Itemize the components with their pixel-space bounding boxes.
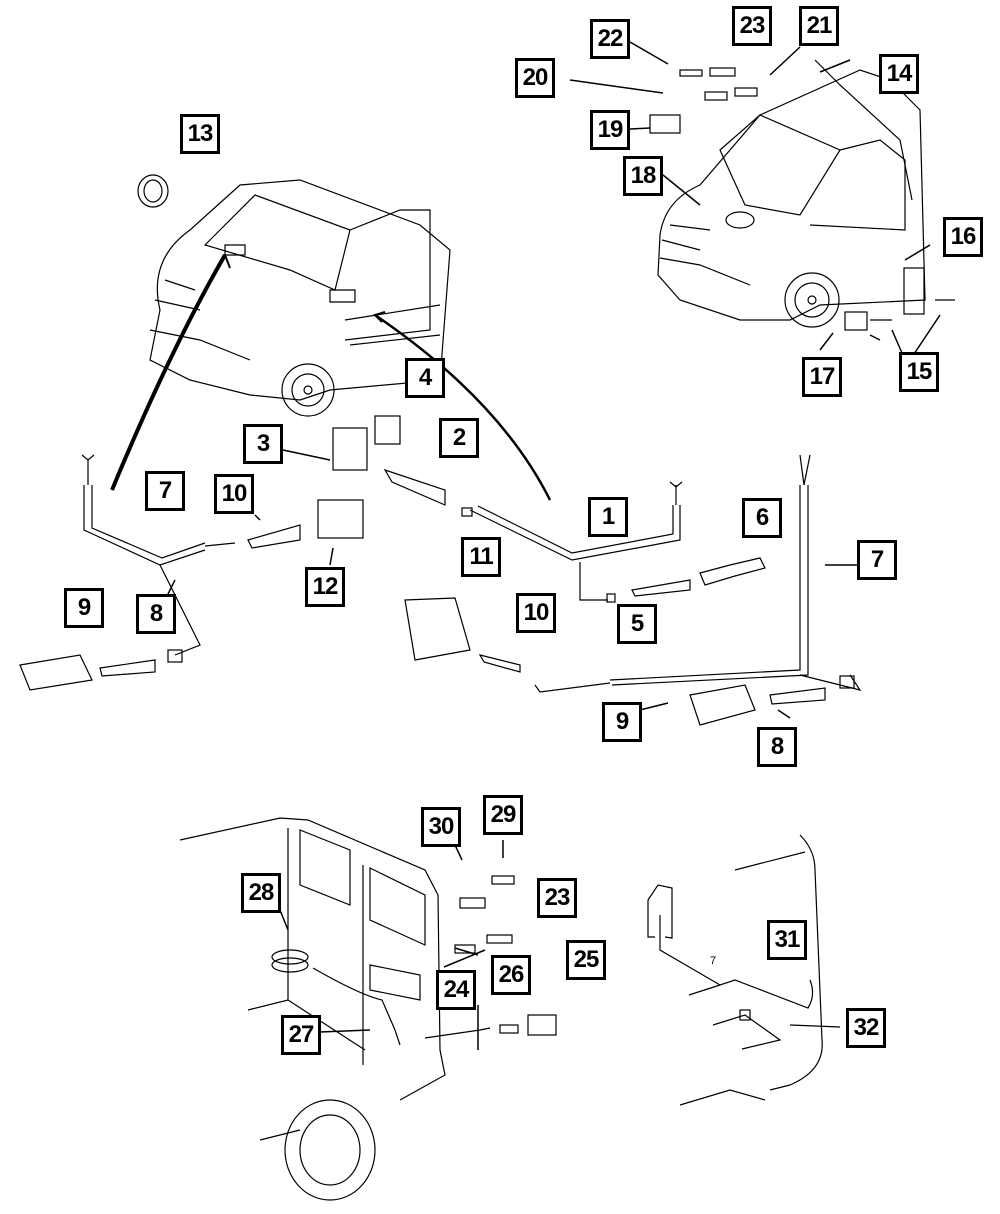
callout-28: 28	[241, 873, 281, 913]
callout-31: 31	[767, 920, 807, 960]
arrow-to-windshield	[110, 253, 227, 491]
callout-16: 16	[943, 217, 983, 257]
callout-23-bottom: 23	[537, 878, 577, 918]
callout-11: 11	[461, 537, 501, 577]
harness-left	[19, 415, 446, 691]
callout-32: 32	[846, 1008, 886, 1048]
callout-30: 30	[421, 807, 461, 847]
callout-14: 14	[879, 54, 919, 94]
callout-24: 24	[436, 970, 476, 1010]
callout-29: 29	[483, 795, 523, 835]
harness-tag-7-label: 7	[710, 955, 717, 967]
callout-9-left: 9	[64, 588, 104, 628]
callout-12: 12	[305, 567, 345, 607]
callout-17: 17	[802, 357, 842, 397]
callout-4: 4	[405, 358, 445, 398]
rear-van-left-illustration	[179, 817, 557, 1201]
callout-22: 22	[590, 19, 630, 59]
callout-8-left: 8	[136, 594, 176, 634]
callout-9-right: 9	[602, 702, 642, 742]
callout-3: 3	[243, 424, 283, 464]
callout-20: 20	[515, 58, 555, 98]
callout-5: 5	[617, 604, 657, 644]
callout-7-left: 7	[145, 471, 185, 511]
callout-26: 26	[491, 955, 531, 995]
callout-8-right: 8	[757, 727, 797, 767]
callout-25: 25	[566, 940, 606, 980]
callout-7-right: 7	[857, 540, 897, 580]
harness-right	[404, 454, 862, 726]
callout-6: 6	[742, 498, 782, 538]
rear-van-right-illustration	[647, 834, 841, 1106]
callout-21: 21	[799, 6, 839, 46]
callout-18: 18	[623, 156, 663, 196]
callout-27: 27	[281, 1015, 321, 1055]
callout-2: 2	[439, 418, 479, 458]
arrow-to-door	[374, 313, 552, 501]
callout-10-left: 10	[214, 474, 254, 514]
callout-15: 15	[899, 352, 939, 392]
callout-1: 1	[588, 497, 628, 537]
callout-10-right: 10	[516, 593, 556, 633]
front-van-left-illustration	[137, 174, 451, 417]
callout-23-top: 23	[732, 6, 772, 46]
callout-13: 13	[180, 114, 220, 154]
callout-19: 19	[590, 110, 630, 150]
front-van-right-illustration	[649, 59, 955, 331]
